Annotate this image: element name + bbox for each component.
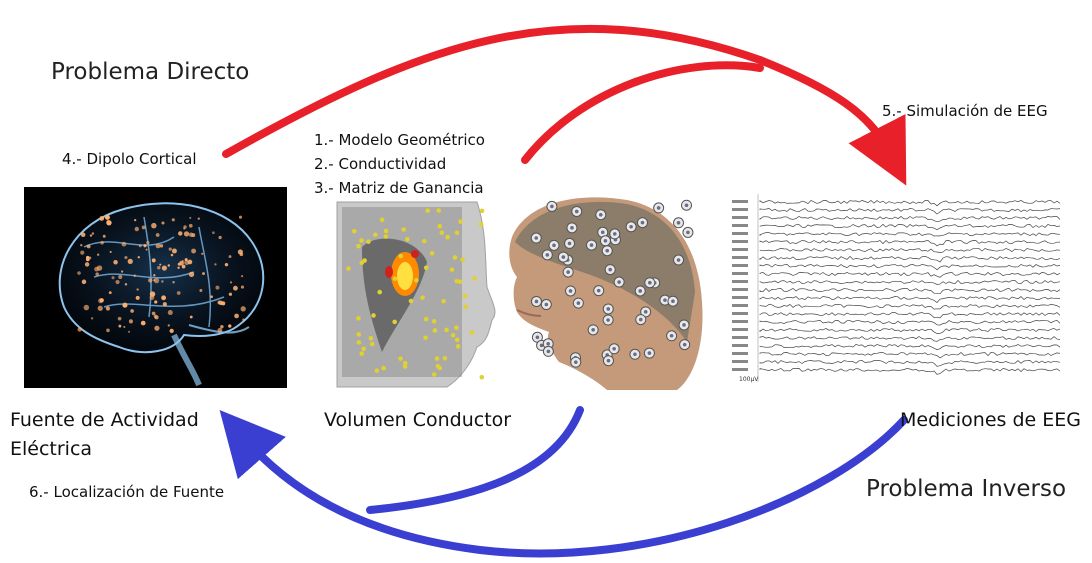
eeg-simulation-label: 5.- Simulación de EEG [882,102,1048,120]
inverse-arrow-branch [366,406,584,514]
eeg-trace-icon [730,194,1062,382]
conductor-caption: Volumen Conductor [324,409,512,431]
direct-arrow-main [222,24,907,186]
direct-problem-title: Problema Directo [51,59,250,85]
source-localization-label: 6.- Localización de Fuente [29,483,225,501]
step-geometric-model: 1.- Modelo Geométrico [314,131,485,149]
source-caption-line1: Fuente de Actividad [10,409,199,431]
source-caption-line2: Eléctrica [10,438,93,460]
inverse-problem-title: Problema Inverso [866,476,1067,502]
conductor-volume-panel [327,192,705,390]
direct-arrow-branch [521,61,764,164]
inverse-arrow-main [219,409,908,558]
forward-model-steps: 1.- Modelo Geométrico 2.- Conductividad … [314,128,485,200]
measurements-caption: Mediciones de EEG [900,409,1081,431]
step-conductivity: 2.- Conductividad [314,155,447,173]
cortical-dipole-label: 4.- Dipolo Cortical [62,150,197,168]
eeg-scale-label: 100µV [739,376,759,383]
glass-brain-icon [24,187,287,388]
step-gain-matrix: 3.- Matriz de Ganancia [314,179,484,197]
head-model-icon [336,201,496,388]
eeg-cap-head-icon [509,197,703,390]
